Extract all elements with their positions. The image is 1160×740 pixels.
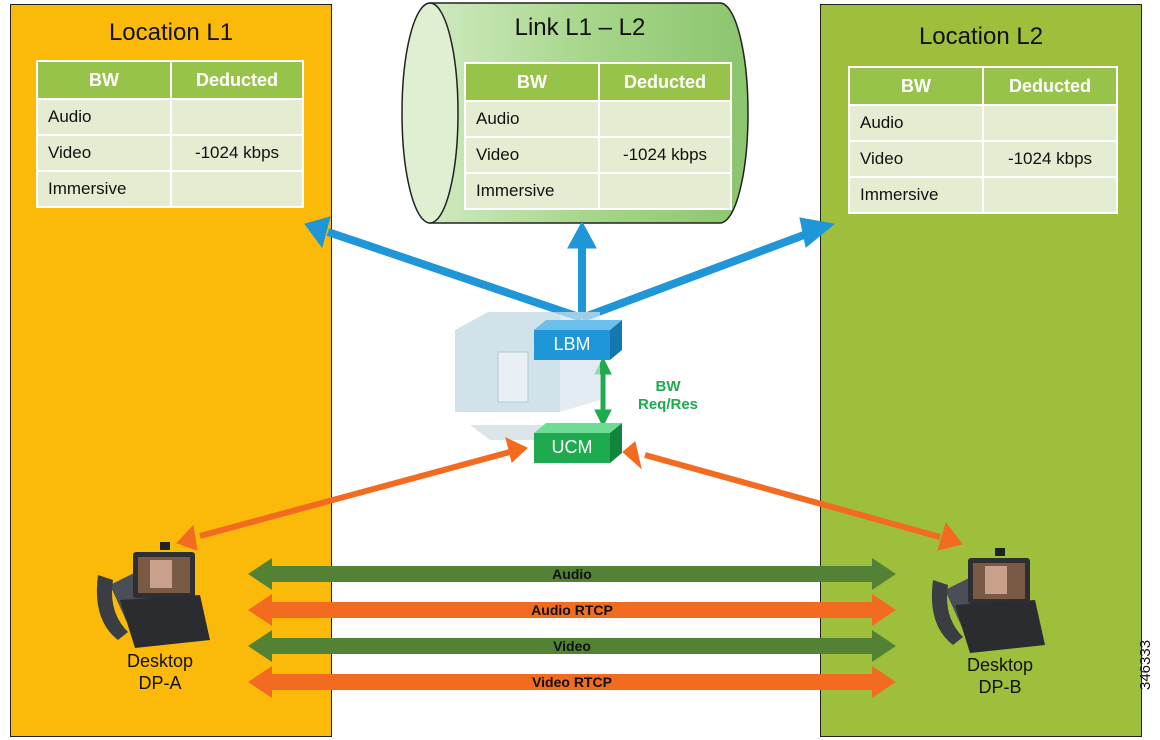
table-row: Audio xyxy=(36,98,304,136)
stream-video-rtcp xyxy=(248,666,896,698)
stream-label-video: Video xyxy=(553,638,591,654)
blue-arrows xyxy=(304,216,836,322)
table-header-deducted: Deducted xyxy=(982,66,1118,106)
table-row: Video-1024 kbps xyxy=(36,134,304,172)
table-row: Immersive xyxy=(464,172,732,210)
ucm-box xyxy=(534,423,622,463)
orange-arrows xyxy=(176,437,963,551)
lbm-label: LBM xyxy=(553,334,591,354)
phone-b-label: Desktop DP-B xyxy=(966,655,1034,697)
table-header-bw: BW xyxy=(36,60,172,100)
table-row: Audio xyxy=(848,104,1118,142)
ucm-label: UCM xyxy=(551,437,593,457)
phone-b-icon xyxy=(931,548,1045,653)
stream-audio xyxy=(248,558,896,590)
table-header-bw: BW xyxy=(848,66,984,106)
table-row: Video-1024 kbps xyxy=(464,136,732,174)
stream-arrows xyxy=(248,558,896,698)
bw-req-res-label: BW Req/Res xyxy=(637,378,699,413)
phone-a-label: Desktop DP-A xyxy=(126,651,194,693)
stream-audio-rtcp xyxy=(248,594,896,626)
location-l2-title: Location L2 xyxy=(918,23,1044,50)
table-row: Immersive xyxy=(848,176,1118,214)
figure-id: 346333 xyxy=(1137,639,1154,690)
table-row: Immersive xyxy=(36,170,304,208)
table-row: Audio xyxy=(464,100,732,138)
stream-label-audio-rtcp: Audio RTCP xyxy=(531,602,613,618)
stream-video xyxy=(248,630,896,662)
location-l1-title: Location L1 xyxy=(108,19,234,46)
stream-label-audio: Audio xyxy=(552,566,592,582)
phone-a-icon xyxy=(96,542,210,648)
table-header-deducted: Deducted xyxy=(170,60,304,100)
stream-label-video-rtcp: Video RTCP xyxy=(532,674,612,690)
link-title: Link L1 – L2 xyxy=(514,14,646,41)
table-header-bw: BW xyxy=(464,62,600,102)
table-header-deducted: Deducted xyxy=(598,62,732,102)
lbm-box xyxy=(534,320,622,360)
table-row: Video-1024 kbps xyxy=(848,140,1118,178)
